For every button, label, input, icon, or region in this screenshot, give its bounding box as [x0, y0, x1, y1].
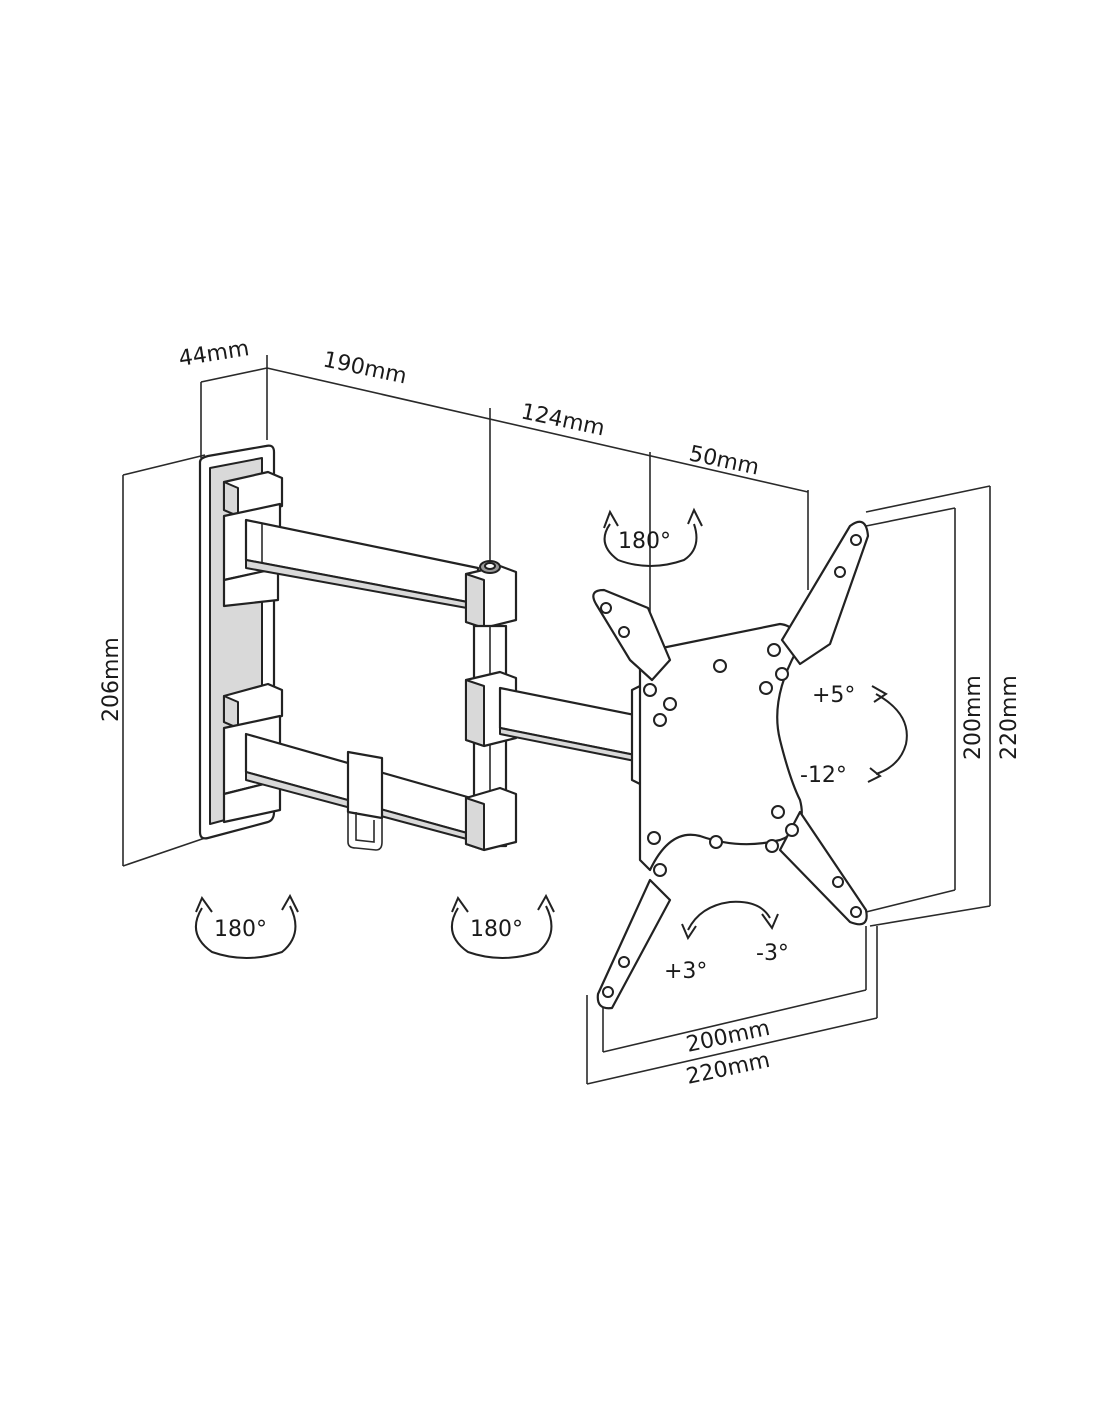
- label-tilt-up: +5°: [812, 683, 855, 708]
- lower-arm: [244, 732, 518, 852]
- label-tilt-down: -12°: [800, 763, 847, 788]
- vesa-bracket: [592, 520, 870, 1010]
- label-top-swivel: 180°: [618, 529, 671, 554]
- label-wall-swivel: 180°: [214, 917, 267, 942]
- rotation-labels: 180° 180° 180° +5° -12° +3° -3°: [214, 529, 855, 984]
- label-vesa-v-outer: 220mm: [997, 675, 1022, 760]
- label-wall-height: 206mm: [99, 637, 124, 722]
- label-level-plus: +3°: [664, 959, 707, 984]
- dimension-lines: [122, 355, 991, 1085]
- label-plate-depth: 44mm: [177, 336, 251, 372]
- label-elbow-swivel: 180°: [470, 917, 523, 942]
- label-vesa-v-inner: 200mm: [961, 675, 986, 760]
- label-level-minus: -3°: [756, 941, 789, 966]
- label-bracket-offset: 50mm: [687, 441, 762, 480]
- rotation-arrows: [194, 507, 908, 959]
